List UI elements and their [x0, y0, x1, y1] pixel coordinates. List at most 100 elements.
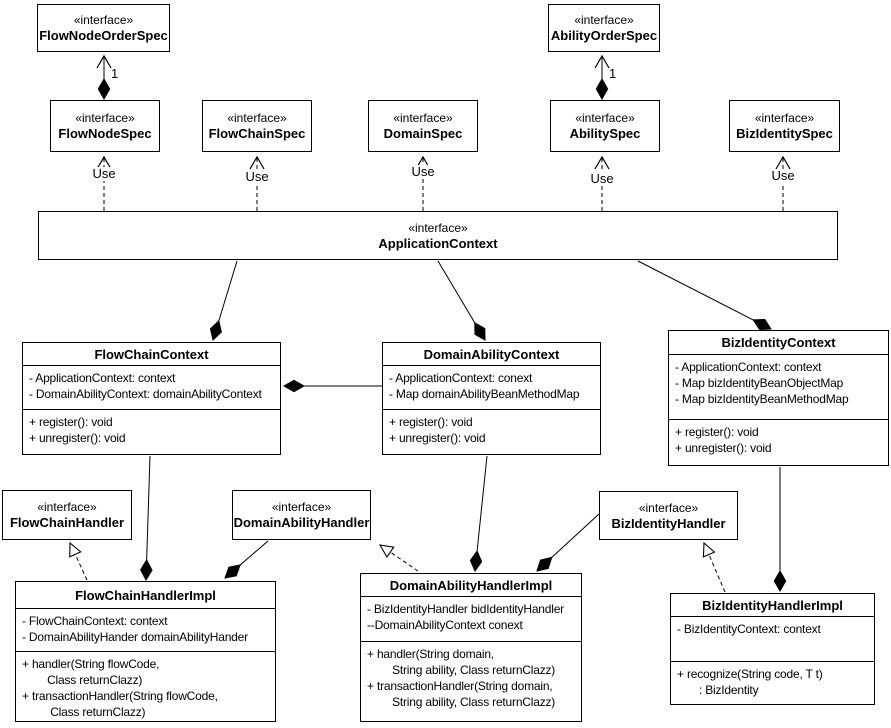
attributes-section: - ApplicationContext: conext - Map domai…	[383, 365, 600, 409]
method-line: String ability, Class returnClazz)	[367, 663, 556, 677]
interface-flowchainhandler: «interface» FlowChainHandler	[2, 490, 132, 540]
interface-applicationcontext: «interface» ApplicationContext	[38, 211, 838, 260]
attribute-line: - Map domainAbilityBeanMethodMap	[389, 387, 580, 401]
interface-name: BizIdentitySpec	[736, 126, 833, 141]
method-line: + unregister(): void	[675, 441, 772, 455]
stereotype-label: «interface»	[271, 500, 332, 514]
interface-name: BizIdentityHandler	[611, 515, 726, 531]
method-line: + transactionHandler(String flowCode,	[22, 689, 218, 703]
interface-name: FlowNodeSpec	[58, 126, 152, 141]
attribute-line: - ApplicationContext: conext	[389, 371, 533, 385]
attribute-line: - BizIdentityHandler bidIdentityHandler	[367, 602, 564, 616]
attribute-line: - BizIdentityContext: context	[677, 622, 821, 636]
attribute-line: - Map bizIdentityBeanObjectMap	[675, 376, 844, 390]
use-label: Use	[409, 164, 437, 179]
attribute-line: --DomainAbilityContext conext	[367, 618, 523, 632]
class-flowchaincontext: FlowChainContext - ApplicationContext: c…	[22, 342, 281, 455]
stereotype-label: «interface»	[575, 111, 635, 125]
methods-section: + register(): void + unregister(): void	[669, 419, 888, 465]
interface-name: DomainSpec	[383, 126, 463, 141]
class-bizidentityhandlerimpl: BizIdentityHandlerImpl - BizIdentityCont…	[670, 593, 875, 705]
interface-flownodeorderspec: «interface» FlowNodeOrderSpec	[37, 4, 170, 52]
use-label: Use	[769, 168, 797, 183]
method-line: : BizIdentity	[677, 683, 759, 697]
attributes-section: - BizIdentityHandler bidIdentityHandler …	[361, 596, 581, 641]
interface-name: ApplicationContext	[378, 235, 498, 251]
method-line: + register(): void	[29, 415, 113, 429]
use-label: Use	[90, 166, 118, 181]
class-name: FlowChainContext	[94, 346, 209, 362]
attributes-section: - ApplicationContext: context - Map bizI…	[669, 354, 888, 419]
interface-name: AbilitySpec	[569, 126, 641, 141]
attribute-line: - DomainAbilityContext: domainAbilityCon…	[29, 387, 262, 401]
class-domainabilitycontext: DomainAbilityContext - ApplicationContex…	[382, 342, 601, 455]
interface-name: AbilityOrderSpec	[550, 28, 658, 43]
composition-domainabilitycontext-domainabilityhandlerimpl	[469, 455, 488, 573]
attributes-section: - ApplicationContext: context - DomainAb…	[23, 365, 280, 409]
method-line: + handler(String flowCode,	[22, 657, 160, 671]
class-name: DomainAbilityContext	[423, 346, 560, 362]
attribute-line: - ApplicationContext: context	[675, 360, 822, 374]
class-domainabilityhandlerimpl: DomainAbilityHandlerImpl - BizIdentityHa…	[360, 573, 582, 722]
composition-flowchaincontext-flowchainhandlerimpl	[140, 455, 153, 582]
interface-name: FlowNodeOrderSpec	[39, 28, 168, 43]
realization-flowchainhandlerimpl-flowchainhandler	[69, 541, 88, 581]
method-line: + unregister(): void	[389, 431, 486, 445]
stereotype-label: «interface»	[75, 111, 135, 125]
realization-domainabilityhandlerimpl-domainabilityhandler	[378, 544, 419, 572]
attribute-line: - ApplicationContext: context	[29, 371, 176, 385]
attribute-line: - FlowChainContext: context	[22, 614, 168, 628]
stereotype-label: «interface»	[754, 111, 815, 125]
interface-domainabilityhandler: «interface» DomainAbilityHandler	[232, 490, 371, 540]
composition-applicationcontext-bizidentitycontext	[637, 260, 772, 331]
class-flowchainhandlerimpl: FlowChainHandlerImpl - FlowChainContext:…	[15, 581, 276, 722]
interface-domainspec: «interface» DomainSpec	[368, 100, 478, 152]
multiplicity-label: 1	[111, 66, 119, 81]
methods-section: + handler(String flowCode, Class returnC…	[16, 651, 275, 724]
method-line: + register(): void	[675, 425, 759, 439]
method-line: String ability, Class returnClazz)	[367, 695, 556, 709]
class-name: BizIdentityHandlerImpl	[702, 597, 843, 613]
multiplicity-label: 1	[609, 66, 617, 81]
attribute-line: - DomainAbilityHander domainAbilityHande…	[22, 630, 248, 644]
class-bizidentitycontext: BizIdentityContext - ApplicationContext:…	[668, 330, 889, 466]
method-line: + unregister(): void	[29, 431, 126, 445]
composition-domainabilityhandler-flowchainhandlerimpl	[224, 540, 269, 579]
interface-name: FlowChainSpec	[208, 126, 306, 141]
interface-name: FlowChainHandler	[9, 515, 125, 530]
method-line: Class returnClazz)	[22, 673, 143, 687]
methods-section: + register(): void + unregister(): void	[383, 409, 600, 454]
composition-applicationcontext-domainabilitycontext	[437, 260, 486, 341]
use-label: Use	[588, 171, 616, 186]
methods-section: + recognize(String code, T t) : BizIdent…	[671, 661, 874, 704]
composition-bizidentityhandler-domainabilityhandlerimpl	[536, 513, 600, 572]
use-label: Use	[243, 169, 271, 184]
composition-applicationcontext-flowchaincontext	[209, 260, 238, 341]
stereotype-label: «interface»	[393, 111, 453, 125]
realization-bizidentityhandlerimpl-bizidentityhandler	[702, 541, 726, 593]
stereotype-label: «interface»	[408, 220, 468, 235]
interface-abilityorderspec: «interface» AbilityOrderSpec	[548, 4, 660, 52]
attributes-section: - FlowChainContext: context - DomainAbil…	[16, 608, 275, 651]
method-line: + recognize(String code, T t)	[677, 667, 823, 681]
interface-abilityspec: «interface» AbilitySpec	[550, 100, 660, 152]
stereotype-label: «interface»	[638, 500, 699, 515]
interface-bizidentityspec: «interface» BizIdentitySpec	[729, 100, 840, 152]
interface-name: DomainAbilityHandler	[233, 515, 370, 530]
attributes-section: - BizIdentityContext: context	[671, 616, 874, 661]
method-line: + handler(String domain,	[367, 647, 494, 661]
methods-section: + handler(String domain, String ability,…	[361, 641, 581, 721]
class-name: DomainAbilityHandlerImpl	[389, 577, 553, 593]
stereotype-label: «interface»	[227, 111, 287, 125]
method-line: + transactionHandler(String domain,	[367, 679, 553, 693]
method-line: + register(): void	[389, 415, 473, 429]
class-name: BizIdentityContext	[721, 335, 836, 350]
attribute-line: - Map bizIdentityBeanMethodMap	[675, 392, 849, 406]
stereotype-label: «interface»	[73, 13, 134, 27]
methods-section: + register(): void + unregister(): void	[23, 409, 280, 454]
stereotype-label: «interface»	[574, 13, 634, 27]
interface-flownodespec: «interface» FlowNodeSpec	[50, 100, 160, 152]
stereotype-label: «interface»	[37, 500, 97, 514]
interface-bizidentityhandler: «interface» BizIdentityHandler	[599, 491, 738, 540]
